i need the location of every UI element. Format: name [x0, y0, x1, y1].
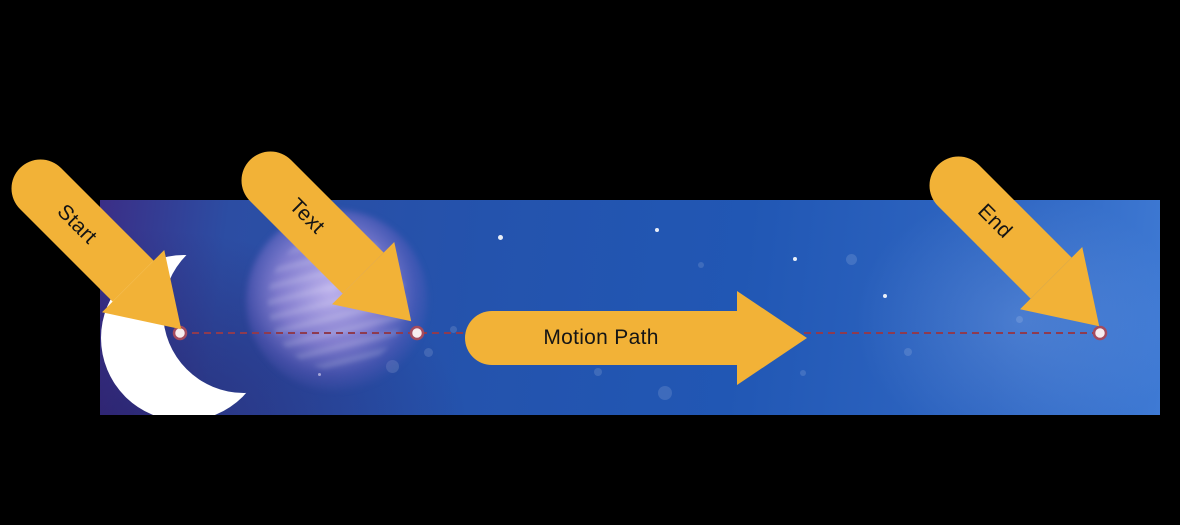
end-arrow-label: End	[973, 199, 1017, 243]
star-dot	[498, 235, 503, 240]
path-point-end	[1092, 325, 1108, 341]
bubble	[1016, 316, 1023, 323]
motion-path-arrow: Motion Path	[465, 291, 807, 385]
bubble	[424, 348, 433, 357]
star-dot	[793, 257, 797, 261]
bubble	[658, 386, 672, 400]
path-point-start	[172, 325, 188, 341]
bubble	[904, 348, 912, 356]
motion-path-arrowhead-icon	[737, 291, 807, 385]
start-arrow-label: Start	[52, 199, 102, 249]
star-dot	[883, 294, 887, 298]
bubble	[450, 326, 457, 333]
bubble	[594, 368, 602, 376]
bubble	[698, 262, 704, 268]
motion-path-arrow-label: Motion Path	[543, 326, 659, 349]
star-dot	[655, 228, 659, 232]
path-point-mid	[409, 325, 425, 341]
motion-path-arrow-shaft: Motion Path	[465, 311, 737, 365]
text-arrow-label: Text	[284, 194, 330, 239]
bubble	[846, 254, 857, 265]
bubble	[1066, 273, 1074, 281]
